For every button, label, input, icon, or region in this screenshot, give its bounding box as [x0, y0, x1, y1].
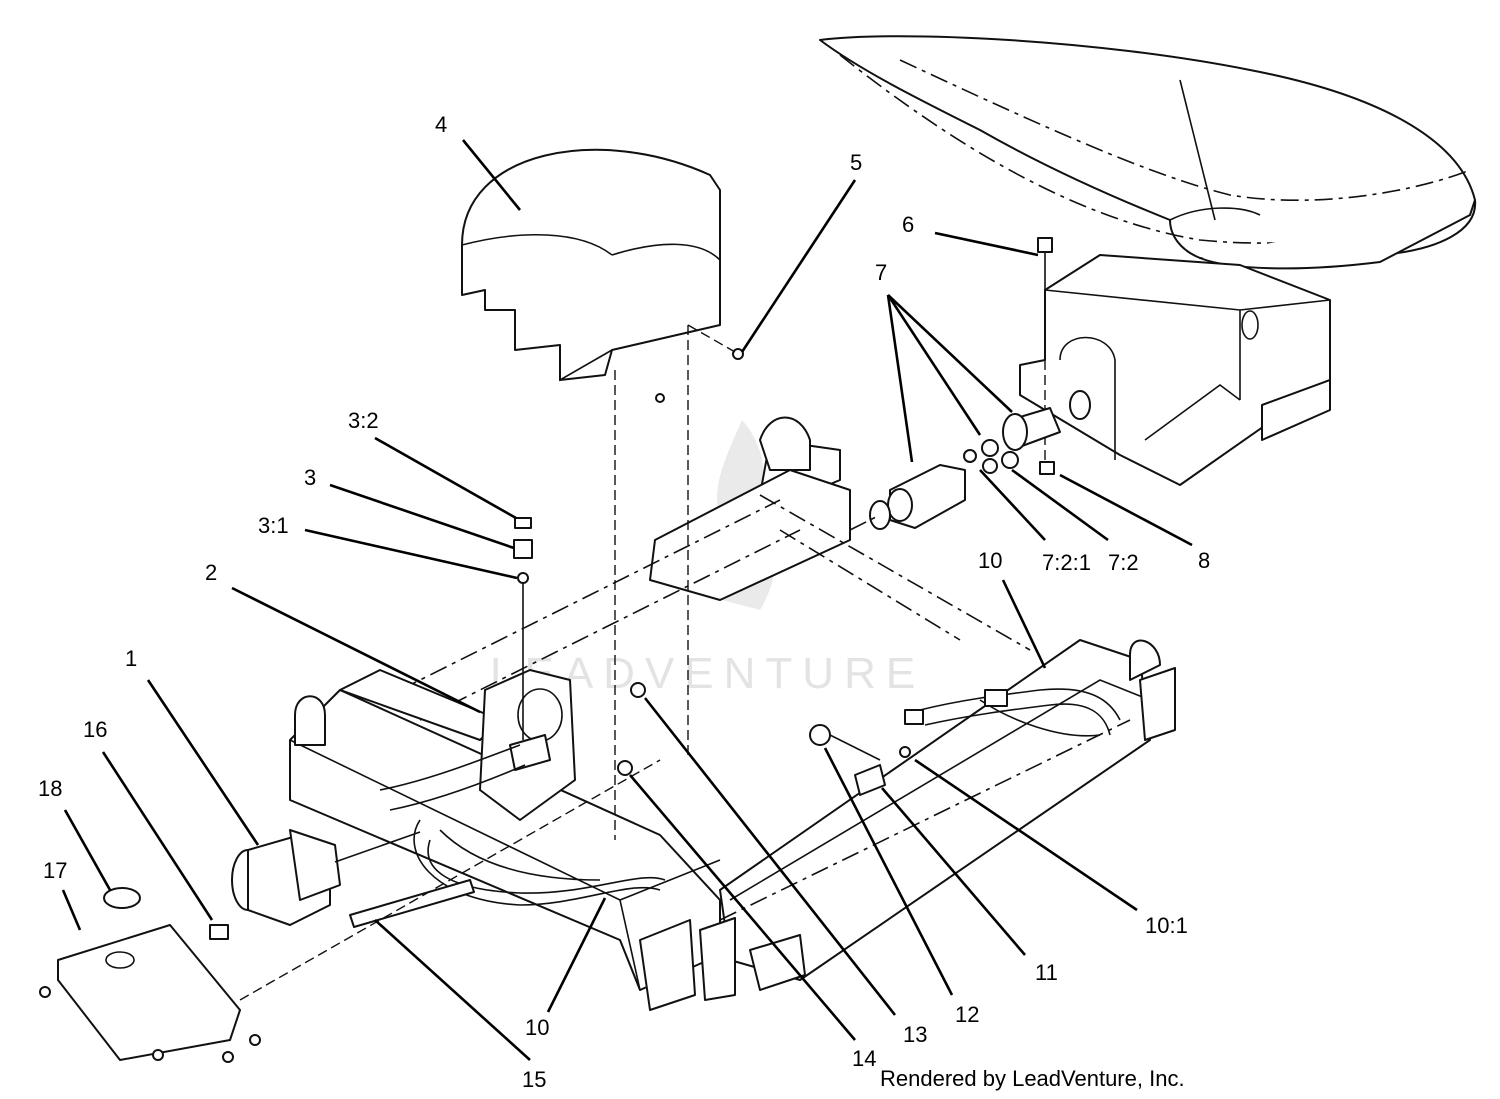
leader-10a — [1001, 579, 1047, 669]
leader-7-2-1 — [979, 469, 1046, 541]
callout-12: 12 — [955, 1002, 979, 1027]
callout-10-bottom: 10 — [525, 1015, 549, 1040]
leader-3-1 — [304, 528, 518, 580]
leader-12 — [823, 747, 954, 996]
callout-5: 5 — [850, 150, 862, 175]
oring-10-1 — [899, 746, 911, 758]
callout-10-top: 10 — [978, 548, 1002, 573]
grommet-18 — [103, 887, 141, 909]
hoses — [379, 688, 1121, 906]
leader-15 — [374, 919, 531, 1061]
callout-16: 16 — [83, 717, 107, 742]
callout-15: 15 — [522, 1067, 546, 1092]
leader-18 — [63, 809, 112, 891]
callout-3: 3 — [304, 465, 316, 490]
credit-text: Rendered by LeadVenture, Inc. — [880, 1066, 1185, 1091]
callout-17: 17 — [43, 858, 67, 883]
hardware — [39, 517, 911, 1063]
cap-12 — [809, 724, 831, 746]
callout-14: 14 — [852, 1046, 876, 1071]
bolt-6 — [1037, 237, 1055, 475]
callout-18: 18 — [38, 776, 62, 801]
callout-11: 11 — [1035, 960, 1058, 985]
callout-10-1: 10:1 — [1145, 913, 1188, 938]
leader-13 — [643, 697, 897, 1016]
leader-2 — [231, 586, 481, 714]
leader-7a — [886, 294, 914, 463]
leader-10b — [546, 897, 607, 1013]
frame — [289, 416, 1176, 1011]
leader-8 — [1059, 473, 1193, 547]
driveshaft-assembly — [849, 390, 1091, 531]
leader-7b — [886, 294, 982, 436]
leader-6 — [934, 231, 1039, 257]
leader-10-1 — [914, 758, 1138, 912]
leader-17 — [61, 889, 82, 931]
motor-1 — [231, 829, 421, 926]
leader-5 — [740, 179, 857, 353]
callout-8: 8 — [1198, 548, 1210, 573]
seat-assembly — [819, 35, 1477, 486]
callout-6: 6 — [902, 212, 914, 237]
fitting-3 — [513, 539, 533, 559]
leader-3-2 — [374, 436, 517, 520]
callout-13: 13 — [903, 1022, 927, 1047]
oring-3-1 — [517, 572, 529, 584]
bolt-16 — [209, 924, 229, 940]
leader-4 — [461, 139, 522, 211]
pin-15 — [349, 879, 475, 928]
leader-7-2 — [1011, 468, 1109, 542]
leader-3 — [329, 483, 515, 550]
callout-1: 1 — [125, 646, 137, 671]
callout-3-1: 3:1 — [258, 513, 289, 538]
callout-4: 4 — [435, 112, 447, 137]
nut-14 — [617, 760, 633, 776]
leader-lines — [61, 139, 1193, 1061]
leader-14 — [629, 774, 856, 1041]
plate-17 — [57, 924, 241, 1061]
leader-7c — [887, 294, 1013, 413]
leader-1 — [146, 679, 260, 846]
callout-labels: 4 5 6 7 3:2 3 3:1 2 1 16 18 17 7:2:1 7:2… — [38, 112, 1210, 1092]
cover-4 — [461, 148, 744, 840]
callout-7-2-1: 7:2:1 — [1042, 550, 1091, 575]
callout-2: 2 — [205, 560, 217, 585]
callout-7-2: 7:2 — [1108, 550, 1139, 575]
callout-3-2: 3:2 — [348, 408, 379, 433]
leader-16 — [101, 751, 214, 921]
fitting-11 — [854, 764, 886, 796]
cross-7-2 — [963, 439, 1019, 474]
callout-7: 7 — [875, 260, 887, 285]
cap-3-2 — [514, 517, 532, 529]
leader-11 — [881, 787, 1026, 956]
nut-13 — [630, 682, 646, 698]
